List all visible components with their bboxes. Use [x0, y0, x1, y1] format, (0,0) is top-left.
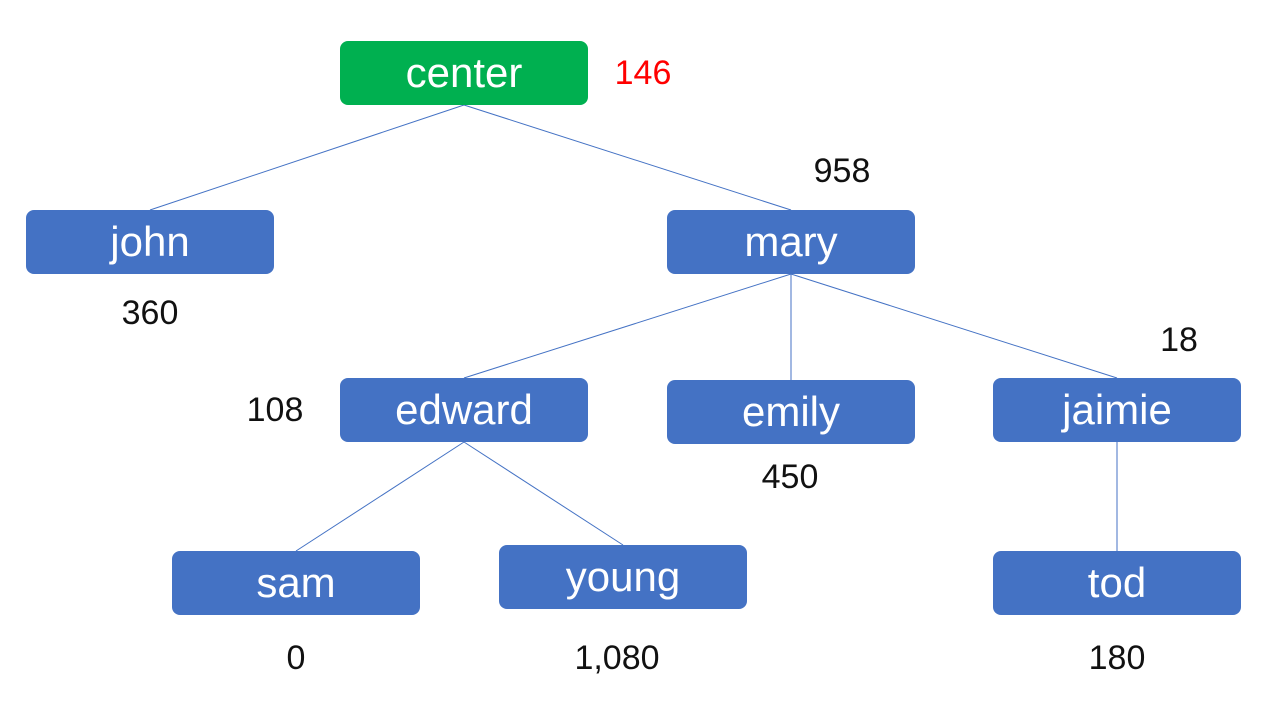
node-center[interactable]: center [340, 41, 588, 105]
value-jaimie: 18 [1160, 321, 1198, 359]
node-tod[interactable]: tod [993, 551, 1241, 615]
edge-mary-edward [463, 273, 792, 379]
edge-edward-young [463, 441, 624, 546]
value-sam: 0 [286, 639, 306, 677]
node-edward[interactable]: edward [340, 378, 588, 442]
value-edward: 108 [246, 391, 304, 429]
edge-edward-sam [295, 441, 465, 552]
value-center: 146 [614, 54, 672, 92]
node-jaimie[interactable]: jaimie [993, 378, 1241, 442]
value-mary: 958 [813, 152, 871, 190]
node-emily[interactable]: emily [667, 380, 915, 444]
node-john[interactable]: john [26, 210, 274, 274]
value-young: 1,080 [574, 639, 660, 677]
value-john: 360 [121, 294, 179, 332]
value-tod: 180 [1088, 639, 1146, 677]
edge-mary-jaimie [790, 273, 1118, 379]
node-sam[interactable]: sam [172, 551, 420, 615]
value-emily: 450 [761, 458, 819, 496]
edge-center-john [149, 104, 465, 211]
edge-center-mary [463, 104, 792, 211]
node-mary[interactable]: mary [667, 210, 915, 274]
node-young[interactable]: young [499, 545, 747, 609]
